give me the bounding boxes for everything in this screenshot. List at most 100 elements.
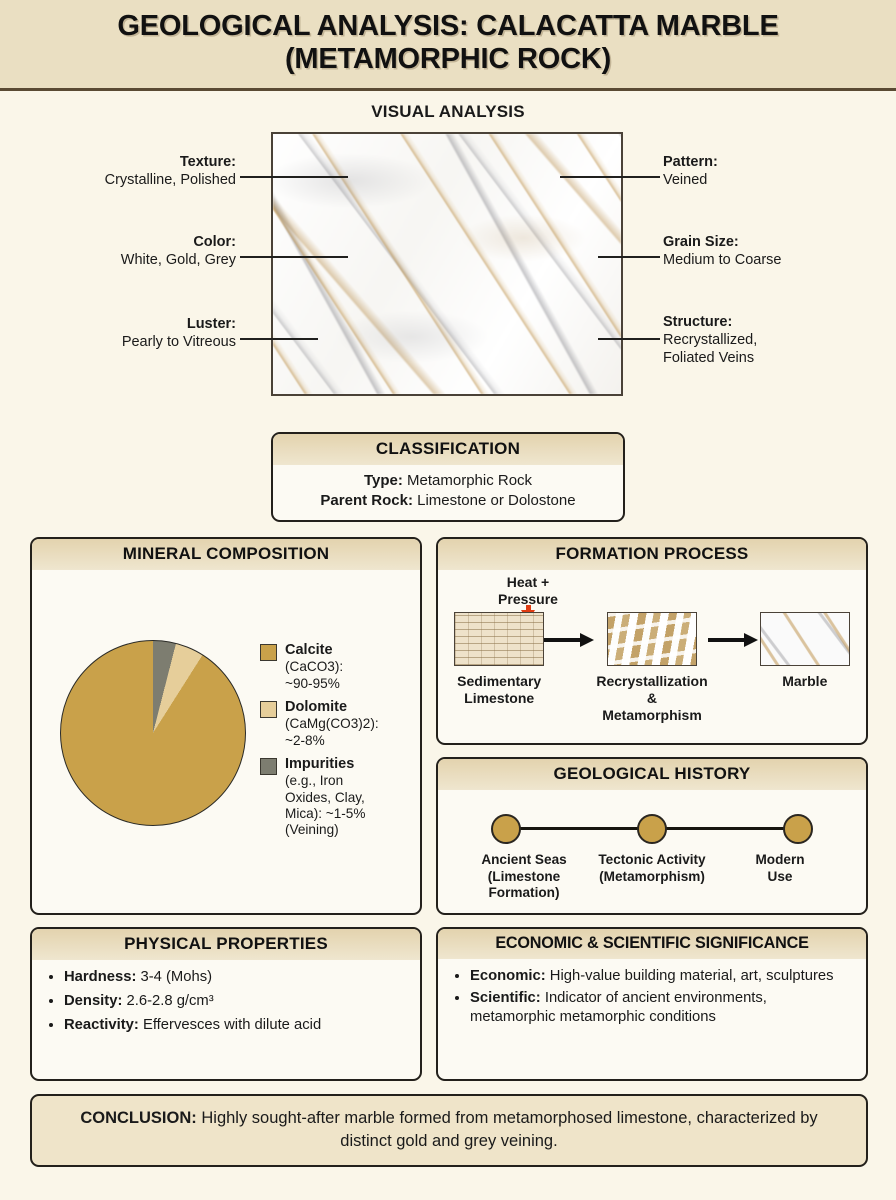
leader-line-texture (240, 176, 348, 179)
hardness-value: 3-4 (Mohs) (140, 969, 213, 985)
scientific-value: Indicator of ancient environments, metam… (470, 989, 767, 1025)
legend-text-impurities: Impurities (e.g., Iron Oxides, Clay, Mic… (285, 756, 365, 839)
formation-step-limestone: Sedimentary Limestone (454, 612, 545, 707)
event2-line2: Use (767, 868, 793, 884)
scientific-label: Scientific: (470, 989, 541, 1006)
formation-step-marble: Marble (759, 612, 850, 690)
legend-item-dolomite: Dolomite (CaMg(CO3)2): ~2-8% (260, 699, 379, 749)
event1-line1: Tectonic Activity (598, 852, 706, 867)
classification-type-label: Type: (363, 472, 403, 489)
timeline-labels: Ancient Seas (Limestone Formation) Tecto… (460, 852, 844, 902)
label-color: Color: White, Gold, Grey (40, 234, 236, 270)
density-label: Density: (64, 992, 123, 1009)
label-structure-value-line1: Recrystallized, (663, 332, 758, 349)
page-title-line2: (METAMORPHIC ROCK) (284, 43, 612, 76)
label-structure-value-line2: Foliated Veins (663, 350, 755, 367)
formation-process-body: Heat + Pressure Sedimentary Limestone Re… (438, 570, 866, 734)
formation-step-limestone-label: Sedimentary Limestone (454, 673, 544, 707)
significance-list: Economic: High-value building material, … (450, 967, 854, 1027)
classification-panel: CLASSIFICATION Type: Metamorphic Rock Pa… (271, 432, 625, 523)
physical-properties-panel: PHYSICAL PROPERTIES Hardness: 3-4 (Mohs)… (30, 927, 422, 1081)
page-title: GEOLOGICAL ANALYSIS: CALACATTA MARBLE (M… (20, 10, 876, 76)
formation-arrow-2-icon (707, 633, 760, 647)
significance-title: ECONOMIC & SCIENTIFIC SIGNIFICANCE (438, 929, 866, 959)
legend-detail-impurities-2: Oxides, Clay, (285, 789, 365, 805)
geological-history-body: Ancient Seas (Limestone Formation) Tecto… (438, 790, 866, 912)
timeline-dot-tectonic-activity (637, 814, 667, 844)
physical-properties-list: Hardness: 3-4 (Mohs) Density: 2.6-2.8 g/… (44, 968, 408, 1035)
heat-label-line2: Pressure (498, 590, 558, 607)
formation-steps: Sedimentary Limestone Recrystallization … (450, 612, 854, 724)
conclusion-banner: CONCLUSION: Highly sought-after marble f… (30, 1094, 868, 1167)
event0-line2: (Limestone Formation) (487, 868, 561, 901)
formation-step-marble-label: Marble (760, 673, 850, 690)
legend-detail-calcite-2: ~90-95% (285, 675, 340, 691)
limestone-thumbnail-icon (454, 612, 545, 666)
reactivity-value: Effervesces with dilute acid (142, 1016, 322, 1033)
geological-history-title: GEOLOGICAL HISTORY (438, 759, 866, 790)
timeline-label-modern-use: Modern Use (716, 852, 844, 902)
label-luster: Luster: Pearly to Vitreous (40, 316, 236, 352)
leader-line-luster (240, 338, 318, 341)
timeline-dot-ancient-seas (491, 814, 521, 844)
legend-text-dolomite: Dolomite (CaMg(CO3)2): ~2-8% (285, 699, 379, 749)
list-item: Hardness: 3-4 (Mohs) (64, 968, 408, 987)
conclusion-text: Highly sought-after marble formed from m… (201, 1109, 818, 1150)
page-header: GEOLOGICAL ANALYSIS: CALACATTA MARBLE (M… (0, 0, 896, 92)
hardness-label: Hardness: (64, 969, 137, 985)
formation-step-recrystallization-label: Recrystallization & Metamorphism (596, 673, 707, 724)
recrystallization-thumbnail-icon (606, 612, 697, 666)
event0-line1: Ancient Seas (481, 852, 567, 867)
leader-line-pattern (560, 176, 660, 179)
list-item: Economic: High-value building material, … (470, 967, 854, 986)
page-title-line1: GEOLOGICAL ANALYSIS: CALACATTA MARBLE (117, 10, 779, 42)
marble-texture (273, 134, 621, 395)
step1-line2: & Metamorphism (602, 690, 702, 724)
classification-type-row: Type: Metamorphic Rock (281, 471, 615, 491)
label-texture-key: Texture: (179, 154, 236, 171)
marble-thumbnail-icon (759, 612, 850, 666)
legend-item-impurities: Impurities (e.g., Iron Oxides, Clay, Mic… (260, 756, 379, 839)
list-item: Density: 2.6-2.8 g/cm³ (64, 992, 408, 1011)
legend-name-impurities: Impurities (285, 756, 355, 773)
leader-line-color (240, 256, 348, 259)
label-pattern-key: Pattern: (663, 154, 718, 171)
legend-item-calcite: Calcite (CaCO3): ~90-95% (260, 642, 379, 692)
visual-analysis-section: Texture: Crystalline, Polished Color: Wh… (0, 128, 896, 400)
formation-arrow-1-icon (544, 633, 596, 647)
label-structure-key: Structure: (663, 314, 733, 331)
classification-parent-label: Parent Rock: (320, 492, 413, 510)
leader-line-grain-size (598, 256, 660, 259)
reactivity-label: Reactivity: (64, 1016, 139, 1033)
list-item: Scientific: Indicator of ancient environ… (470, 989, 854, 1027)
legend-detail-dolomite-1: (CaMg(CO3)2): (285, 716, 379, 732)
legend-detail-impurities-1: (e.g., Iron (285, 773, 344, 789)
formation-process-title: FORMATION PROCESS (438, 539, 866, 570)
classification-parent-value: Limestone or Dolostone (417, 492, 576, 510)
mineral-composition-body: Calcite (CaCO3): ~90-95% Dolomite (CaMg(… (32, 570, 420, 913)
significance-panel: ECONOMIC & SCIENTIFIC SIGNIFICANCE Econo… (436, 927, 868, 1081)
heat-pressure-label: Heat + Pressure (480, 574, 576, 608)
legend-swatch-impurities (260, 758, 277, 776)
timeline-label-ancient-seas: Ancient Seas (Limestone Formation) (460, 852, 588, 902)
legend-swatch-calcite (260, 644, 277, 661)
mineral-composition-title: MINERAL COMPOSITION (32, 539, 420, 570)
timeline-label-tectonic-activity: Tectonic Activity (Metamorphism) (588, 852, 716, 902)
legend-detail-dolomite-2: ~2-8% (285, 732, 325, 748)
label-grain-size-key: Grain Size: (663, 234, 739, 251)
visual-analysis-title: VISUAL ANALYSIS (371, 102, 525, 122)
history-timeline (478, 810, 826, 848)
label-grain-size-value: Medium to Coarse (663, 252, 782, 269)
physical-properties-title: PHYSICAL PROPERTIES (32, 929, 420, 960)
geological-history-panel: GEOLOGICAL HISTORY Ancient Seas (Limesto… (436, 757, 868, 915)
list-item: Reactivity: Effervesces with dilute acid (64, 1016, 408, 1035)
heat-label-line1: Heat + (506, 574, 550, 590)
density-value: 2.6-2.8 g/cm³ (126, 992, 214, 1009)
label-luster-value: Pearly to Vitreous (121, 334, 236, 351)
classification-title: CLASSIFICATION (273, 434, 623, 465)
label-pattern-value: Veined (663, 172, 708, 189)
classification-parent-row: Parent Rock: Limestone or Dolostone (281, 491, 615, 511)
step1-line1: Recrystallization (596, 673, 708, 689)
label-grain-size: Grain Size: Medium to Coarse (663, 234, 873, 270)
marble-specimen-image (271, 132, 623, 397)
